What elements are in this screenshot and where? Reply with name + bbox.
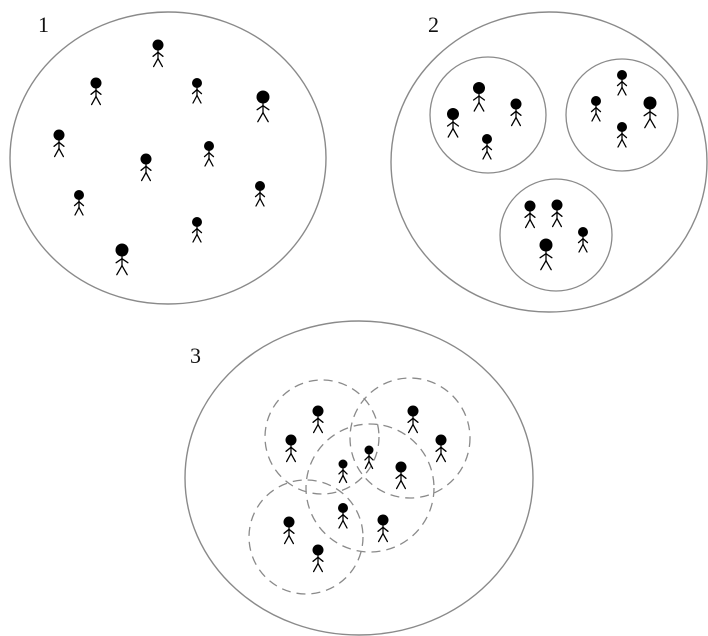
person-icon: [312, 405, 324, 434]
panel-1-population-circle: [9, 11, 327, 305]
person-icon: [203, 141, 215, 167]
person-icon: [140, 153, 152, 182]
person-icon: [446, 108, 460, 138]
person-icon: [285, 434, 297, 463]
person-icon: [73, 190, 85, 216]
person-icon: [152, 39, 164, 68]
panel-2-figures: [446, 70, 657, 271]
person-icon: [510, 98, 522, 127]
person-icon: [481, 134, 493, 160]
panel-2-label: 2: [428, 12, 439, 37]
panel-2-group-circle-c: [499, 178, 613, 292]
panel-3-dashed-group-circle-b: [349, 377, 471, 499]
person-icon: [364, 445, 374, 470]
person-icon: [312, 544, 324, 573]
person-icon: [551, 199, 563, 228]
panel-1-label: 1: [38, 12, 49, 37]
person-icon: [53, 129, 65, 158]
person-icon: [395, 461, 407, 490]
panel-3-dashed-group-circle-c: [305, 423, 435, 553]
panel-3-figures: [283, 405, 447, 573]
person-icon: [337, 503, 349, 529]
person-icon: [283, 516, 295, 545]
panel-3-dashed-group-circle-d: [248, 479, 364, 595]
person-icon: [577, 227, 589, 253]
panel-2-group-circle-b: [565, 58, 679, 172]
panel-3: 3: [184, 320, 534, 636]
panel-2-group-circle-a: [429, 56, 547, 174]
person-icon: [539, 238, 553, 271]
panel-1-figures: [53, 39, 270, 276]
person-icon: [90, 77, 102, 106]
person-icon: [191, 78, 203, 104]
panel-3-label: 3: [190, 343, 201, 368]
person-icon: [616, 122, 628, 148]
panel-1: 1: [9, 11, 327, 305]
panel-2: 2: [390, 11, 708, 313]
panel-3-dashed-group-circle-a: [264, 379, 380, 495]
person-icon: [616, 70, 628, 96]
person-icon: [435, 434, 447, 463]
person-icon: [256, 90, 270, 123]
person-icon: [407, 405, 419, 434]
person-icon: [643, 96, 657, 129]
person-icon: [191, 217, 203, 243]
person-icon: [472, 82, 486, 112]
person-icon: [524, 200, 536, 229]
person-icon: [254, 181, 266, 207]
panel-3-population-circle: [184, 320, 534, 636]
person-icon: [590, 96, 602, 122]
person-icon: [338, 459, 348, 484]
person-icon: [377, 514, 389, 543]
panel-2-population-circle: [390, 11, 708, 313]
person-icon: [115, 243, 129, 276]
